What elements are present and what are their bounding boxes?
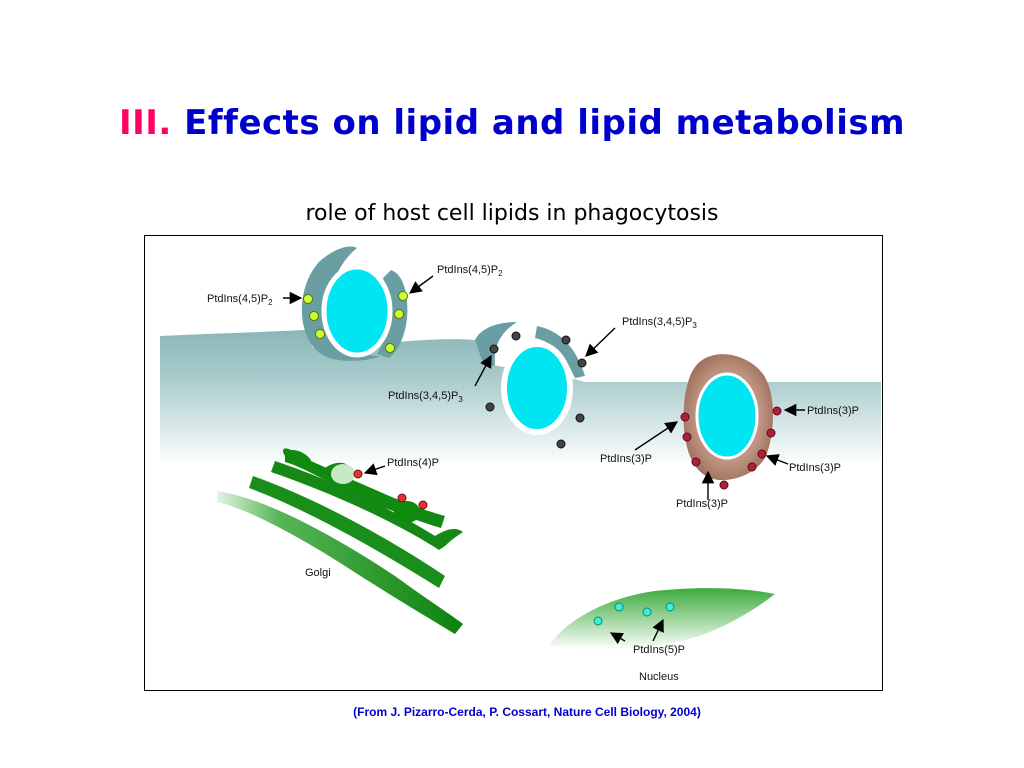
pi3p-dot — [772, 406, 782, 416]
pip2-dot — [385, 343, 395, 353]
pip3-dot — [485, 402, 495, 412]
title-text: Effects on lipid and lipid metabolism — [184, 103, 906, 143]
golgi-label: Golgi — [305, 567, 331, 579]
title-number: III. — [118, 103, 172, 143]
arrow — [609, 632, 626, 645]
golgi-vesicle — [394, 501, 420, 523]
nucleus-label: Nucleus — [639, 671, 679, 683]
pip3-dots — [485, 331, 587, 449]
arrow — [474, 354, 492, 387]
pip2-dot — [303, 294, 313, 304]
pi3p-dot — [682, 432, 692, 442]
pip3-dot — [575, 413, 585, 423]
golgi-vesicle — [331, 464, 355, 484]
pip3-top-label: PtdIns(3,4,5)P3 — [622, 316, 697, 330]
arrow — [765, 454, 789, 466]
pi3p-dot — [691, 457, 701, 467]
slide-title: III. Effects on lipid and lipid metaboli… — [0, 100, 1024, 146]
pi4p-dots — [353, 469, 428, 510]
golgi-cisterna-3 — [271, 461, 463, 550]
pi5p-dot — [665, 602, 675, 612]
arrow — [363, 463, 386, 476]
pi3p-dots — [680, 406, 782, 490]
slide-subtitle: role of host cell lipids in phagocytosis — [305, 201, 719, 226]
pi5p-dot — [593, 616, 603, 626]
golgi-cisterna-2 — [249, 476, 445, 588]
citation: (From J. Pizarro-Cerda, P. Cossart, Natu… — [353, 705, 701, 719]
pi3p-dot — [747, 462, 757, 472]
pip3-left-label: PtdIns(3,4,5)P3 — [388, 390, 463, 404]
pip2-dot — [309, 311, 319, 321]
pi4p-dot — [397, 493, 407, 503]
pi3p-dot — [757, 449, 767, 459]
pi3p-bottom-label: PtdIns(3)P — [676, 498, 728, 510]
golgi-cisterna-1 — [217, 491, 463, 634]
pi5p-label: PtdIns(5)P — [633, 644, 685, 656]
pip2-dot — [315, 329, 325, 339]
bacterium-3 — [695, 372, 759, 460]
golgi-apparatus — [217, 448, 463, 634]
arrow — [652, 618, 664, 642]
pip2-left-label: PtdIns(4,5)P2 — [207, 293, 273, 307]
arrows — [283, 275, 805, 645]
golgi-left-end — [285, 450, 311, 468]
pi5p-dot — [642, 607, 652, 617]
arrow — [634, 421, 679, 451]
pi5p-dots — [593, 602, 675, 626]
pi4p-dot — [353, 469, 363, 479]
phagocytosis-diagram: PtdIns(4,5)P2 PtdIns(4,5)P2 PtdIns(3,4,5… — [160, 246, 881, 683]
bacterium-1 — [321, 264, 393, 358]
pi4p-label: PtdIns(4)P — [387, 457, 439, 469]
nucleus — [549, 588, 775, 650]
pip3-dot — [511, 331, 521, 341]
pip2-dot — [398, 291, 408, 301]
pip2-right-label: PtdIns(4,5)P2 — [437, 264, 503, 278]
pip3-dot — [489, 344, 499, 354]
pi4p-dot — [418, 500, 428, 510]
pi3p-dot — [680, 412, 690, 422]
arrow — [408, 275, 434, 294]
pip3-dot — [577, 358, 587, 368]
pi5p-dot — [614, 602, 624, 612]
pip3-dot — [556, 439, 566, 449]
pip3-dot — [561, 335, 571, 345]
arrow — [585, 327, 616, 357]
pi3p-bottom-right-label: PtdIns(3)P — [789, 462, 841, 474]
bacterium-2 — [501, 341, 573, 435]
pi3p-right-label: PtdIns(3)P — [807, 405, 859, 417]
pip2-dot — [394, 309, 404, 319]
pi3p-left-label: PtdIns(3)P — [600, 453, 652, 465]
phagocytosis-figure: PtdIns(4,5)P2 PtdIns(4,5)P2 PtdIns(3,4,5… — [144, 235, 883, 691]
pi3p-dot — [766, 428, 776, 438]
pip2-dots — [303, 291, 408, 353]
pi3p-dot — [719, 480, 729, 490]
